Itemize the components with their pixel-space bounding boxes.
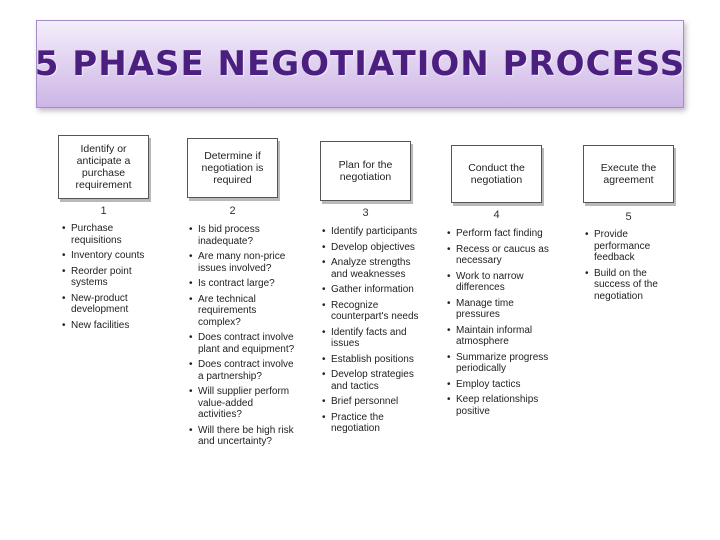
phase-3-list: Identify participants Develop objectives… — [322, 226, 422, 439]
list-item: Are many non-price issues involved? — [189, 251, 299, 274]
list-item: Does contract involve a partnership? — [189, 359, 299, 382]
phase-3-box: Plan for the negotiation — [320, 141, 411, 201]
phase-1-label: Identify or anticipate a purchase requir… — [75, 143, 132, 191]
list-item: Is contract large? — [189, 278, 299, 290]
phase-2-list: Is bid process inadequate? Are many non-… — [189, 224, 299, 452]
list-item: Identify facts and issues — [322, 327, 422, 350]
list-item: Gather information — [322, 284, 422, 296]
phase-5-label: Execute the agreement — [600, 162, 657, 186]
phase-4-list: Perform fact finding Recess or caucus as… — [447, 228, 559, 421]
phase-5-number: 5 — [625, 211, 632, 223]
phase-1-list: Purchase requisitions Inventory counts R… — [62, 223, 152, 335]
list-item: Work to narrow differences — [447, 271, 559, 294]
list-item: Manage time pressures — [447, 298, 559, 321]
list-item: Will there be high risk and uncertainty? — [189, 425, 299, 448]
phase-1-number: 1 — [100, 205, 107, 217]
list-item: Identify participants — [322, 226, 422, 238]
list-item: Reorder point systems — [62, 266, 152, 289]
list-item: Purchase requisitions — [62, 223, 152, 246]
phase-3-number: 3 — [362, 207, 369, 219]
list-item: Are technical requirements complex? — [189, 294, 299, 329]
list-item: Provide performance feedback — [585, 229, 677, 264]
phase-4-number: 4 — [493, 209, 500, 221]
list-item: Summarize progress periodically — [447, 352, 559, 375]
slide-title: 5 PHASE NEGOTIATION PROCESS — [34, 44, 686, 84]
list-item: Will supplier perform value-added activi… — [189, 386, 299, 421]
phase-2-number: 2 — [229, 205, 236, 217]
phase-2-label: Determine if negotiation is required — [201, 150, 264, 186]
list-item: Establish positions — [322, 354, 422, 366]
list-item: Analyze strengths and weaknesses — [322, 257, 422, 280]
list-item: Practice the negotiation — [322, 412, 422, 435]
list-item: Inventory counts — [62, 250, 152, 262]
phase-5-box: Execute the agreement — [583, 145, 674, 203]
phase-4-label: Conduct the negotiation — [468, 162, 525, 186]
list-item: Does contract involve plant and equipmen… — [189, 332, 299, 355]
list-item: Build on the success of the negotiation — [585, 268, 677, 303]
phase-3-label: Plan for the negotiation — [338, 159, 393, 183]
list-item: Recognize counterpart's needs — [322, 300, 422, 323]
list-item: New-product development — [62, 293, 152, 316]
title-banner: 5 PHASE NEGOTIATION PROCESS — [34, 20, 686, 108]
phase-2-box: Determine if negotiation is required — [187, 138, 278, 198]
phase-1-box: Identify or anticipate a purchase requir… — [58, 135, 149, 199]
list-item: Is bid process inadequate? — [189, 224, 299, 247]
list-item: Perform fact finding — [447, 228, 559, 240]
list-item: Maintain informal atmosphere — [447, 325, 559, 348]
phase-4-box: Conduct the negotiation — [451, 145, 542, 203]
list-item: Keep relationships positive — [447, 394, 559, 417]
list-item: Develop strategies and tactics — [322, 369, 422, 392]
list-item: Develop objectives — [322, 242, 422, 254]
list-item: Recess or caucus as necessary — [447, 244, 559, 267]
list-item: Brief personnel — [322, 396, 422, 408]
list-item: New facilities — [62, 320, 152, 332]
list-item: Employ tactics — [447, 379, 559, 391]
phase-5-list: Provide performance feedback Build on th… — [585, 229, 677, 306]
